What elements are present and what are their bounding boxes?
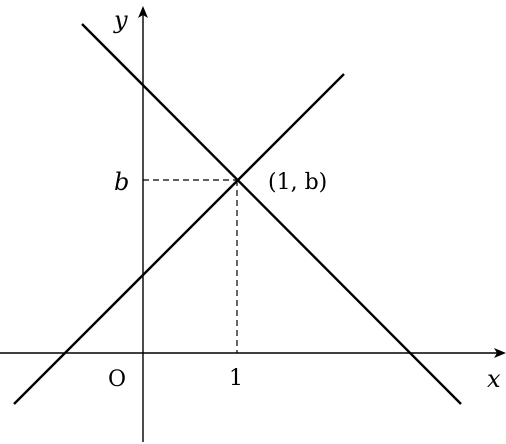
decreasing-line bbox=[81, 23, 462, 405]
intersection-point-label: (1, b) bbox=[268, 170, 327, 195]
y-axis-label: y bbox=[113, 6, 128, 34]
y-tick-label-b: b bbox=[114, 168, 129, 196]
origin-label: O bbox=[108, 367, 126, 392]
x-tick-label-1: 1 bbox=[229, 366, 243, 391]
x-axis-label: x bbox=[487, 365, 501, 393]
increasing-line bbox=[13, 73, 345, 405]
